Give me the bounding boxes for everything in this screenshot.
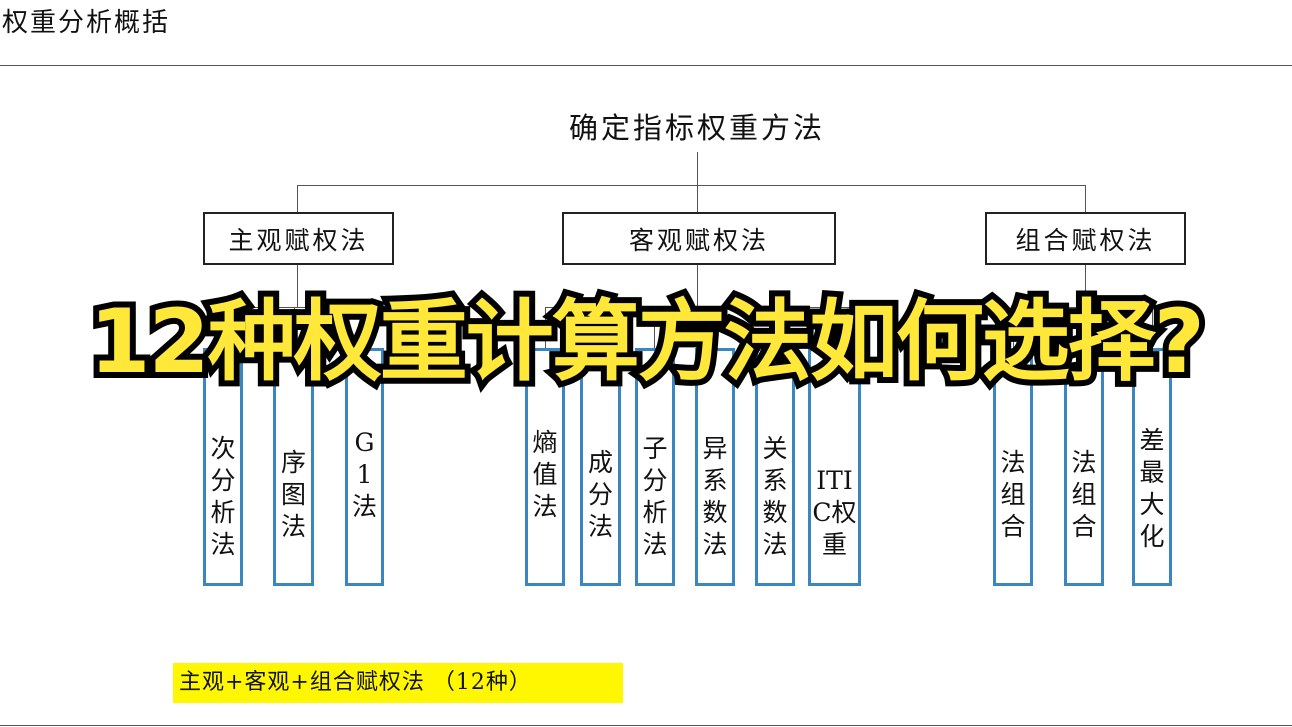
leaf-method: 次分析法	[210, 434, 236, 559]
leaf-method-box: 异系数法	[695, 348, 735, 586]
leaf-method-box: G1法	[345, 348, 384, 586]
slide-header: 权重分析概括	[2, 8, 171, 38]
leaf-method: 异系数法	[702, 434, 728, 559]
overlay-caption: 12种权重计算方法如何选择?	[83, 286, 1211, 398]
leaf-method-box: 关系数法	[755, 348, 795, 586]
leaf-method-box: ITIC权重	[808, 348, 861, 586]
leaf-method: G1法	[351, 428, 377, 521]
leaf-method: 差最大化	[1139, 426, 1165, 551]
leaf-method: ITIC权重	[812, 466, 857, 559]
category-objective: 客观赋权法	[562, 212, 836, 265]
leaf-method-box: 差最大化	[1132, 348, 1172, 586]
leaf-method-box: 子分析法	[635, 348, 675, 586]
leaf-method: 序图法	[280, 448, 306, 541]
leaf-method: 关系数法	[762, 434, 788, 559]
header-divider	[0, 65, 1292, 66]
leaf-method-box: 熵值法	[525, 348, 565, 586]
leaf-method: 子分析法	[642, 434, 668, 559]
leaf-method: 熵值法	[532, 428, 558, 521]
leaf-method-box: 序图法	[273, 348, 314, 586]
footer-divider	[0, 725, 1292, 726]
category-subjective: 主观赋权法	[203, 212, 394, 265]
leaf-method: 法组合	[1000, 448, 1026, 541]
category-combined: 组合赋权法	[985, 212, 1186, 265]
leaf-method-box: 法组合	[1064, 348, 1104, 586]
diagram-root: 确定指标权重方法	[568, 111, 825, 145]
leaf-method-box: 成分法	[580, 348, 621, 586]
leaf-method: 成分法	[587, 448, 613, 541]
leaf-method-box: 次分析法	[203, 348, 243, 586]
summary-note: 主观+客观+组合赋权法 （12种）	[173, 663, 623, 703]
leaf-method: 法组合	[1071, 448, 1097, 541]
leaf-method-box: 法组合	[993, 348, 1033, 586]
